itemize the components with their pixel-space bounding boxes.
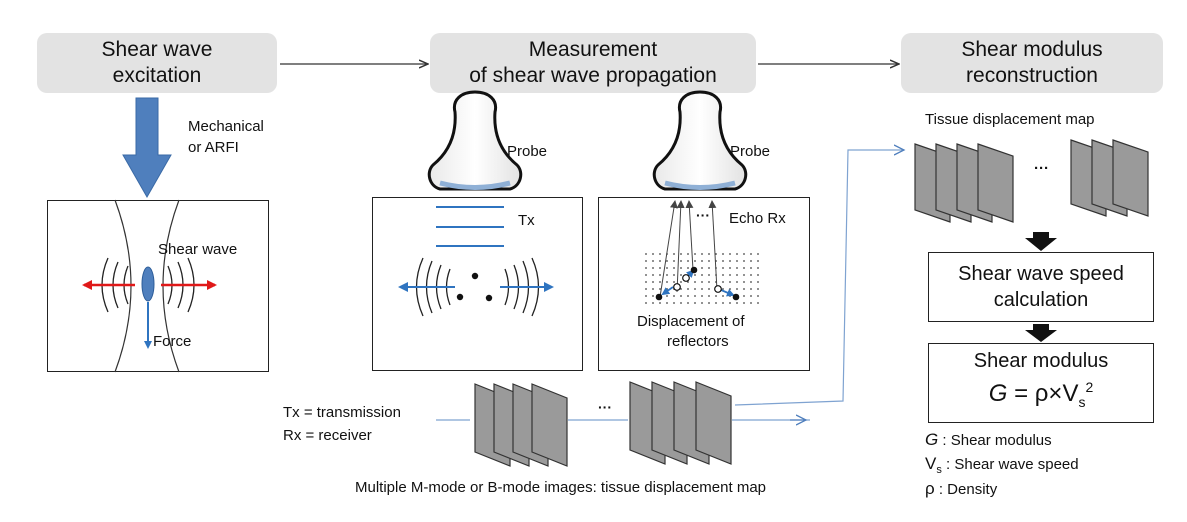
- stage-excitation-line2: excitation: [112, 64, 202, 87]
- tissue-map-label: Tissue displacement map: [925, 111, 1095, 128]
- map-frames-group-1: [914, 143, 1014, 223]
- map-ellipsis: ···: [1034, 160, 1049, 177]
- frames-ellipsis: ···: [598, 399, 612, 415]
- echo-rays: [659, 200, 718, 298]
- displacement-label-line2: reflectors: [667, 333, 729, 350]
- modulus-box-title: Shear modulus: [973, 350, 1109, 372]
- shear-modulus-box: Shear modulus G = ρ×Vs2: [928, 343, 1154, 423]
- probe-label-left: Probe: [507, 143, 548, 160]
- displacement-label-line1: Displacement of: [637, 313, 745, 330]
- echo-reflectors: [655, 266, 740, 301]
- force-label: Force: [153, 333, 192, 350]
- probe-left: [427, 90, 523, 191]
- legend-tx: Tx = transmission: [283, 404, 401, 421]
- probe-label-right: Probe: [730, 143, 771, 160]
- stage-reconstruction-line1: Shear modulus: [961, 38, 1103, 61]
- tx-beam-lines: [436, 206, 504, 247]
- stage-reconstruction: Shear modulus reconstruction: [901, 33, 1163, 93]
- formula-superscript: 2: [1085, 379, 1094, 395]
- legend-v-text: : Shear wave speed: [946, 456, 1079, 473]
- excitation-big-arrow: [122, 97, 172, 199]
- map-frames-group-2: [1070, 139, 1149, 217]
- stage-measurement: Measurement of shear wave propagation: [430, 33, 756, 93]
- flow-line-up: [734, 150, 904, 406]
- image-frames-group-2: [629, 381, 732, 465]
- legend-g-text: : Shear modulus: [942, 432, 1052, 449]
- echo-ellipsis: ···: [696, 207, 710, 223]
- legend-g-symbol: G: [925, 430, 939, 449]
- image-frames-group-1: [474, 383, 568, 467]
- speed-box-line2: calculation: [993, 289, 1089, 311]
- down-arrow-1: [1025, 232, 1057, 251]
- modulus-formula: G = ρ×Vs2: [929, 379, 1153, 410]
- stage-excitation: Shear wave excitation: [37, 33, 277, 93]
- formula-subscript: s: [1078, 393, 1086, 410]
- focal-spot: [141, 266, 155, 302]
- stage-excitation-line1: Shear wave: [101, 38, 213, 61]
- source-label-line1: Mechanical: [188, 118, 264, 135]
- shear-wave-label: Shear wave: [158, 241, 238, 258]
- legend-rx: Rx = receiver: [283, 427, 372, 444]
- legend-v-sub: s: [936, 464, 942, 476]
- probe-right: [652, 90, 748, 191]
- legend-rho-text: : Density: [938, 481, 998, 498]
- formula-body: = ρ×V: [1014, 380, 1079, 407]
- stage-measurement-line2: of shear wave propagation: [469, 64, 717, 87]
- speed-calculation-box: Shear wave speed calculation: [928, 252, 1154, 322]
- source-label-line2: or ARFI: [188, 139, 239, 156]
- echo-rx-label: Echo Rx: [729, 210, 786, 227]
- stage-measurement-line1: Measurement: [528, 38, 658, 61]
- tx-label: Tx: [518, 212, 535, 229]
- images-caption: Multiple M-mode or B-mode images: tissue…: [355, 479, 766, 496]
- legend-rho-symbol: ρ: [925, 479, 935, 498]
- stage-reconstruction-line2: reconstruction: [966, 64, 1098, 87]
- legend-density: ρ : Density: [925, 479, 997, 499]
- legend-shear-modulus: G : Shear modulus: [925, 430, 1052, 450]
- speed-box-line1: Shear wave speed: [958, 263, 1124, 285]
- formula-g: G: [988, 380, 1008, 407]
- tx-reflectors: [456, 272, 493, 302]
- legend-v-symbol: V: [925, 454, 937, 473]
- legend-shear-speed: Vs : Shear wave speed: [925, 454, 1079, 476]
- down-arrow-2: [1025, 324, 1057, 342]
